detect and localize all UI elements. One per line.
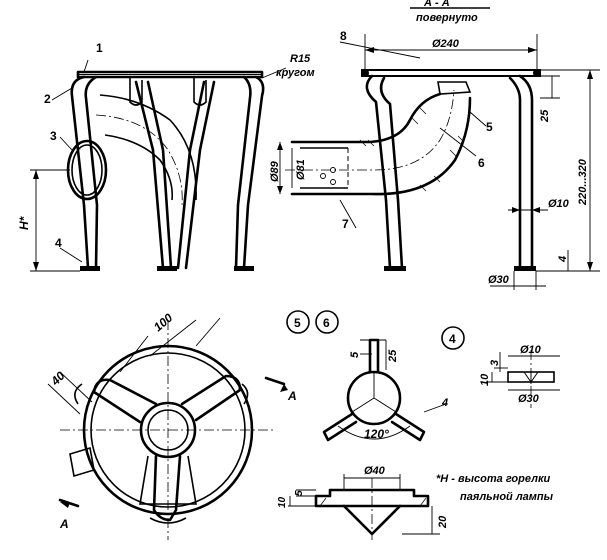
callout-6: 6	[478, 156, 485, 170]
dia-10: Ø10	[548, 198, 570, 210]
ring-dia-40: Ø40	[364, 465, 386, 477]
detail-4	[441, 326, 560, 408]
callout-8: 8	[340, 29, 347, 43]
footnote-line2: паяльной лампы	[460, 491, 554, 503]
circle-4: 4	[449, 332, 456, 346]
callout-5: 5	[486, 120, 493, 134]
radius-note: кругом	[276, 67, 315, 79]
dia-30: Ø30	[488, 274, 510, 286]
callout-4: 4	[55, 236, 62, 250]
dia-240: Ø240	[432, 38, 460, 50]
front-view	[30, 59, 287, 272]
detail4-dim-10: 10	[479, 373, 491, 386]
dim-4: 4	[557, 256, 569, 263]
detail-dim-25: 25	[387, 349, 399, 363]
circle-6: 6	[323, 316, 330, 330]
detail4-dia-10: Ø10	[520, 344, 542, 356]
section-marker-top: А	[287, 389, 297, 403]
dia-89: Ø89	[269, 160, 281, 182]
section-note: повернуто	[416, 12, 478, 24]
angle-120: 120°	[364, 427, 389, 441]
footnote-line1: *Н - высота горелки	[436, 473, 551, 485]
dim-100: 100	[151, 310, 176, 334]
radius-label: R15	[290, 53, 311, 65]
detail4-dim-3: 3	[489, 360, 501, 366]
section-view	[277, 7, 600, 290]
callout-3: 3	[50, 129, 57, 143]
ring-dim-5: 5	[294, 490, 305, 496]
section-title: А - А	[423, 0, 450, 9]
height-label: H*	[17, 215, 31, 230]
callout-7: 7	[342, 217, 349, 231]
detail-5-6	[286, 310, 447, 442]
dim-220-320: 220...320	[577, 158, 589, 206]
callout-2: 2	[44, 92, 51, 106]
ring-dim-10: 10	[277, 496, 288, 508]
circle-5: 5	[294, 316, 301, 330]
section-marker-bottom: А	[59, 517, 69, 531]
detail4-dia-30: Ø30	[518, 393, 540, 405]
callout-1: 1	[96, 41, 103, 55]
ring-dim-20: 20	[437, 515, 449, 529]
dim-25: 25	[539, 109, 551, 123]
detail-dim-5: 5	[349, 351, 361, 358]
plan-view	[47, 317, 288, 540]
detail-ring	[288, 474, 440, 540]
dia-81: Ø81	[295, 159, 307, 180]
detail-dim-4: 4	[441, 397, 448, 409]
